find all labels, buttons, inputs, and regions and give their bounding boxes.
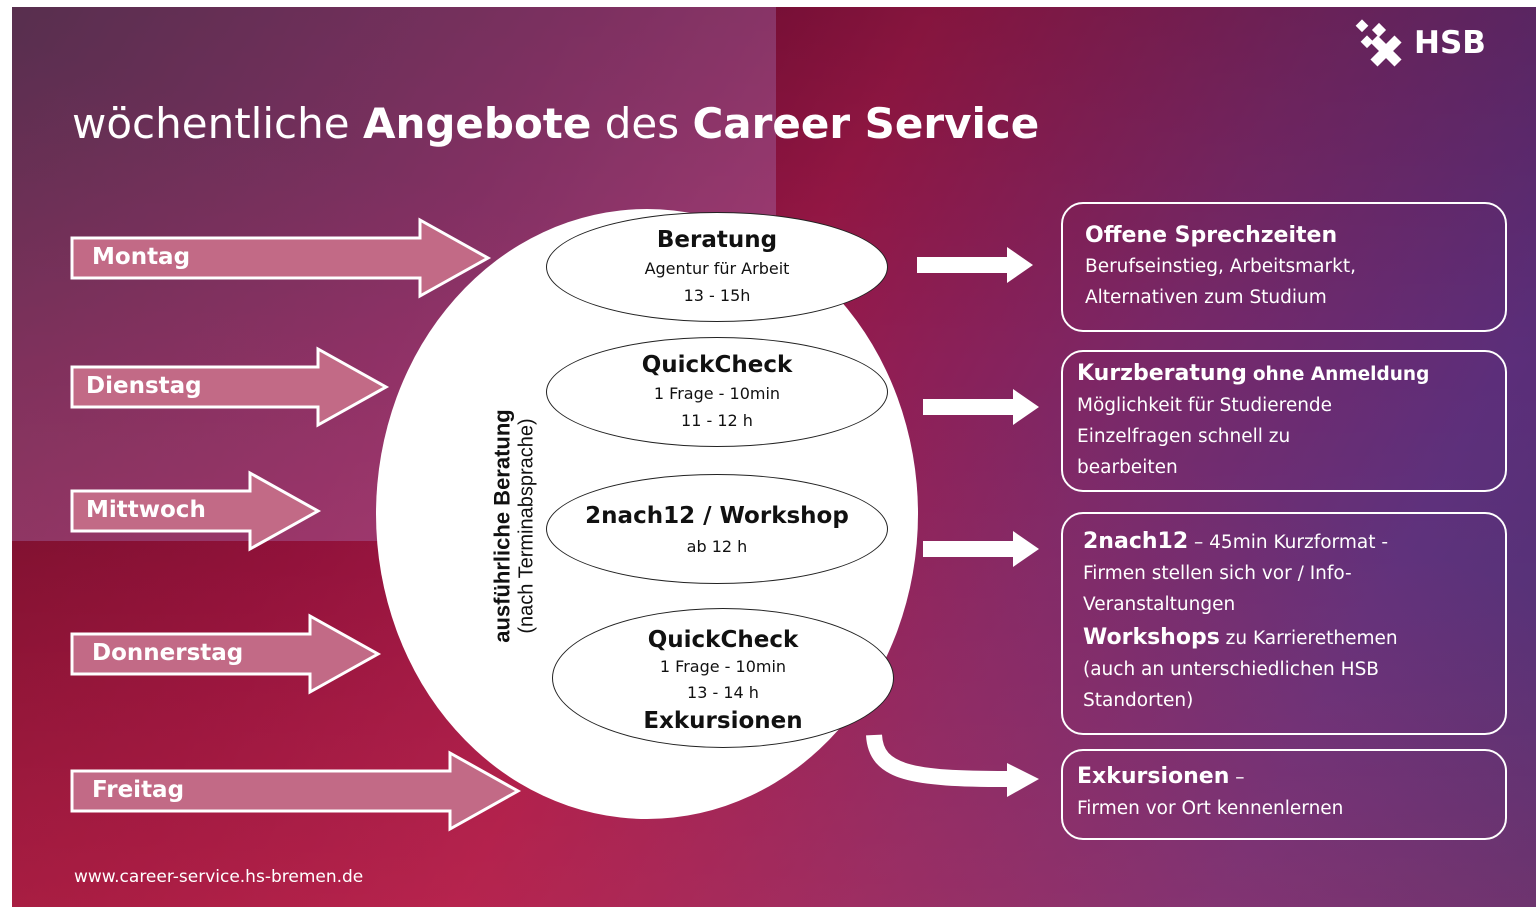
oval-quickcheck-2: QuickCheck 1 Frage - 10min 13 - 14 h Exk… [552,608,894,748]
box-title: Kurzberatung [1077,361,1247,386]
oval-line: 11 - 12 h [681,411,753,430]
oval-line: 1 Frage - 10min [659,657,787,676]
box-line: Möglichkeit für Studierende [1077,395,1333,416]
box-title: Offene Sprechzeiten [1085,223,1338,248]
day-label-freitag: Freitag [92,777,185,803]
oval-title: QuickCheck [647,627,799,653]
right-arrow-1 [917,247,1033,283]
box-line: Berufseinstieg, Arbeitsmarkt, [1085,256,1356,277]
day-arrows [70,217,522,832]
box-line: Firmen stellen sich vor / Info- [1083,563,1352,584]
right-arrow-3 [923,531,1039,567]
oval-line: ab 12 h [686,537,748,556]
day-label-dienstag: Dienstag [86,373,202,399]
box-line: Firmen vor Ort kennenlernen [1077,798,1344,819]
box-line: Einzelfragen schnell zu [1077,426,1291,447]
footer-url[interactable]: www.career-service.hs-bremen.de [74,867,364,887]
box-title-suffix: – 45min Kurzformat - [1194,532,1389,553]
day-label-mittwoch: Mittwoch [86,497,206,523]
oval-line: Agentur für Arbeit [644,259,790,278]
box-title-row: Exkursionen – [1077,761,1505,793]
oval-title: 2nach12 / Workshop [585,503,849,529]
box-title-suffix: – [1229,767,1245,788]
oval-line: 1 Frage - 10min [653,384,781,403]
box-title: Exkursionen [1077,764,1230,789]
box-offene-sprechzeiten: Offene Sprechzeiten Berufseinstieg, Arbe… [1061,202,1507,332]
day-arrow-montag [70,217,492,299]
box-line: Veranstaltungen [1083,594,1236,615]
box-exkursionen: Exkursionen – Firmen vor Ort kennenlerne… [1061,749,1507,840]
oval-title-exkursionen: Exkursionen [643,708,803,734]
box-subtitle: Workshops [1083,625,1220,650]
box-title-row: 2nach12 – 45min Kurzformat - [1083,526,1505,558]
oval-2nach12-workshop: 2nach12 / Workshop ab 12 h [546,474,888,584]
oval-line: 13 - 15h [683,286,751,305]
oval-title: Beratung [656,227,778,253]
day-label-donnerstag: Donnerstag [92,640,244,666]
oval-beratung: Beratung Agentur für Arbeit 13 - 15h [546,212,888,322]
day-label-montag: Montag [92,244,191,270]
day-arrow-dienstag [70,346,390,428]
hsb-cross-logo-icon [1355,19,1402,67]
box-line: (auch an unterschiedlichen HSB [1083,659,1379,680]
oval-title: QuickCheck [641,352,793,378]
right-arrow-curved [866,734,1008,787]
logo-text: HSB [1414,25,1486,61]
box-kurzberatung: Kurzberatung ohne Anmeldung Möglichkeit … [1061,350,1507,492]
box-workshops-row: Workshops zu Karrierethemen [1083,622,1505,654]
right-arrows [866,247,1039,797]
box-title-row: Kurzberatung ohne Anmeldung [1077,358,1505,390]
day-arrow-donnerstag [70,613,382,695]
page-title: wöchentliche Angebote des Career Service [72,99,1040,148]
oval-quickcheck-1: QuickCheck 1 Frage - 10min 11 - 12 h [546,337,888,447]
right-arrow-2 [923,389,1039,425]
box-2nach12: 2nach12 – 45min Kurzformat - Firmen stel… [1061,512,1507,735]
slide: wöchentliche Angebote des Career Service… [12,7,1536,907]
box-title-suffix: ohne Anmeldung [1252,364,1430,385]
box-line: bearbeiten [1077,457,1178,478]
oval-line: 13 - 14 h [687,683,759,702]
right-arrow-curved-head [1007,763,1039,797]
day-arrow-freitag [70,750,522,832]
day-arrow-mittwoch [70,470,322,552]
box-line: Standorten) [1083,690,1194,711]
box-title: 2nach12 [1083,529,1189,554]
box-line: zu Karrierethemen [1219,628,1398,649]
box-line: Alternativen zum Studium [1085,287,1327,308]
